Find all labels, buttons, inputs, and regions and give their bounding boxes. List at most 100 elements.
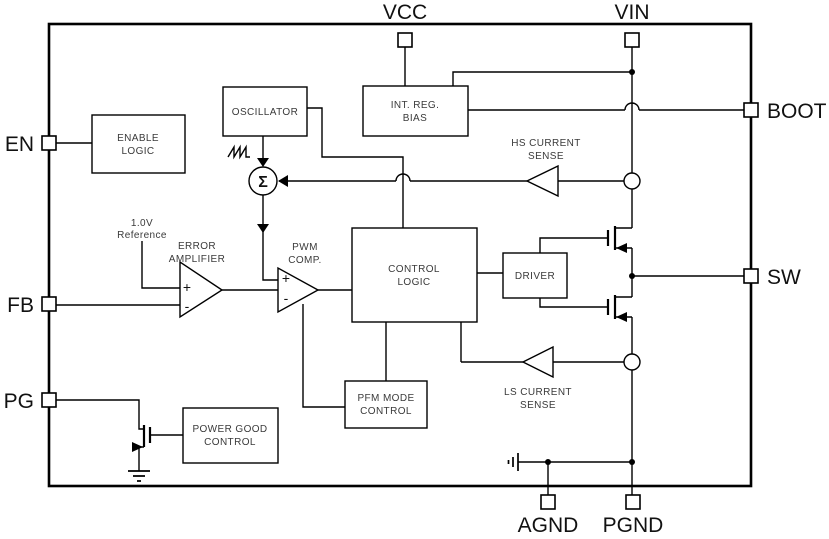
pwmcomp-minus: -	[284, 290, 289, 306]
hs-current-sense-label-2: SENSE	[528, 151, 564, 162]
pin-fb-label: FB	[7, 294, 34, 317]
int-reg-bias-label-2: BIAS	[403, 113, 427, 124]
wire-driver-ls-gate	[539, 298, 608, 308]
wire-driver-hs-gate	[539, 237, 608, 253]
ls-current-sense: LS CURRENT SENSE	[504, 345, 641, 411]
pin-vcc-pad	[397, 32, 413, 48]
hs-current-sense-label-1: HS CURRENT	[511, 138, 581, 149]
hs-sense-node	[623, 172, 641, 190]
pin-en-label: EN	[5, 133, 34, 156]
sawtooth-icon	[227, 144, 250, 160]
junction-agnd	[545, 459, 551, 465]
pin-boot: BOOT	[743, 100, 827, 123]
hs-current-sense-triangle	[525, 164, 559, 198]
pg-fet-arrow	[132, 442, 143, 452]
pin-pg-label: PG	[4, 390, 34, 413]
hs-current-sense: HS CURRENT SENSE	[511, 138, 641, 198]
junction-pgnd	[629, 459, 635, 465]
error-amplifier-label-1: ERROR	[178, 241, 216, 252]
block-oscillator: OSCILLATOR	[222, 86, 308, 137]
power-good-mosfet	[128, 425, 152, 482]
pin-pg-pad	[41, 392, 57, 408]
wire-agnd	[518, 461, 632, 495]
ls-current-sense-label-2: SENSE	[520, 400, 556, 411]
pin-pg: PG	[4, 390, 57, 413]
wire-pwm-to-pfm	[302, 304, 345, 408]
pwm-comp-label-2: COMP.	[288, 255, 322, 266]
block-pfm-mode-control: PFM MODE CONTROL	[344, 380, 428, 429]
pin-vcc: VCC	[383, 1, 427, 48]
pwm-comp-label-1: PWM	[292, 242, 318, 253]
pfm-label-1: PFM MODE	[357, 393, 414, 404]
arrow-osc-to-sum	[257, 158, 269, 167]
pin-fb: FB	[7, 294, 57, 317]
pin-en-pad	[41, 135, 57, 151]
pin-en: EN	[5, 133, 57, 156]
int-reg-bias-box	[362, 85, 469, 137]
pfm-mode-control-box	[344, 380, 428, 429]
pin-sw-label: SW	[767, 266, 801, 289]
wire-ls-sense	[460, 322, 624, 363]
driver-label: DRIVER	[515, 271, 555, 282]
pin-pgnd-pad	[625, 494, 641, 510]
pin-agnd-pad	[540, 494, 556, 510]
ground-symbol	[128, 470, 150, 482]
block-driver: DRIVER	[502, 252, 568, 299]
oscillator-box	[222, 86, 308, 137]
junction-vin-bias	[629, 69, 635, 75]
low-side-mosfet	[606, 295, 627, 322]
pgc-label-2: CONTROL	[204, 437, 256, 448]
wire-bias-to-vin	[452, 71, 632, 86]
sigma-symbol: Σ	[258, 174, 268, 191]
pin-vin-pad	[624, 32, 640, 48]
driver-box	[502, 252, 568, 299]
enable-logic-label-1: ENABLE	[117, 133, 159, 144]
arrow-hs-to-sum	[278, 175, 288, 187]
power-good-control-box	[182, 407, 279, 464]
reference-label-1: 1.0V	[131, 218, 153, 229]
enable-logic-box	[91, 114, 186, 174]
chip-outline	[47, 22, 753, 488]
agnd-symbol	[507, 453, 519, 471]
block-control-logic: CONTROL LOGIC	[351, 227, 478, 323]
control-logic-label-2: LOGIC	[397, 277, 430, 288]
pwm-comparator-triangle	[277, 266, 320, 314]
pin-boot-pad	[743, 102, 759, 118]
blocks: ENABLE LOGIC OSCILLATOR INT. REG. BIAS C…	[91, 85, 568, 464]
pgc-label-1: POWER GOOD	[192, 424, 267, 435]
wire-osc-to-controllogic	[307, 107, 404, 228]
pwm-comparator: + - PWM COMP.	[277, 242, 322, 314]
error-amplifier-triangle	[179, 260, 224, 319]
error-amplifier: + - ERROR AMPLIFIER 1.0V Reference	[117, 218, 225, 319]
arrows	[257, 158, 288, 233]
summing-junction-circle	[248, 166, 278, 196]
erroramp-plus: +	[183, 279, 191, 295]
junction-dots	[545, 69, 635, 465]
pin-pgnd-label: PGND	[603, 514, 664, 537]
wire-pg	[56, 399, 144, 430]
ls-current-sense-label-1: LS CURRENT	[504, 387, 572, 398]
control-logic-box	[351, 227, 478, 323]
pin-fb-pad	[41, 296, 57, 312]
summing-junction: Σ	[227, 144, 278, 196]
pin-sw: SW	[743, 266, 801, 289]
pin-agnd: AGND	[518, 494, 579, 537]
pin-vin: VIN	[614, 1, 650, 48]
error-amplifier-label-2: AMPLIFIER	[169, 254, 225, 265]
pin-agnd-label: AGND	[518, 514, 579, 537]
pin-boot-label: BOOT	[767, 100, 827, 123]
ls-current-sense-triangle	[521, 345, 554, 379]
pin-pgnd: PGND	[603, 494, 664, 537]
pfm-label-2: CONTROL	[360, 406, 412, 417]
high-side-mosfet	[606, 226, 627, 253]
arrow-sum-to-pwm	[257, 224, 269, 233]
pwmcomp-plus: +	[282, 270, 290, 286]
block-enable-logic: ENABLE LOGIC	[91, 114, 186, 174]
pin-sw-pad	[743, 268, 759, 284]
pin-vin-label: VIN	[614, 1, 649, 24]
wire-hs-sense	[279, 173, 624, 182]
reference-label-2: Reference	[117, 230, 167, 241]
enable-logic-label-2: LOGIC	[121, 146, 154, 157]
